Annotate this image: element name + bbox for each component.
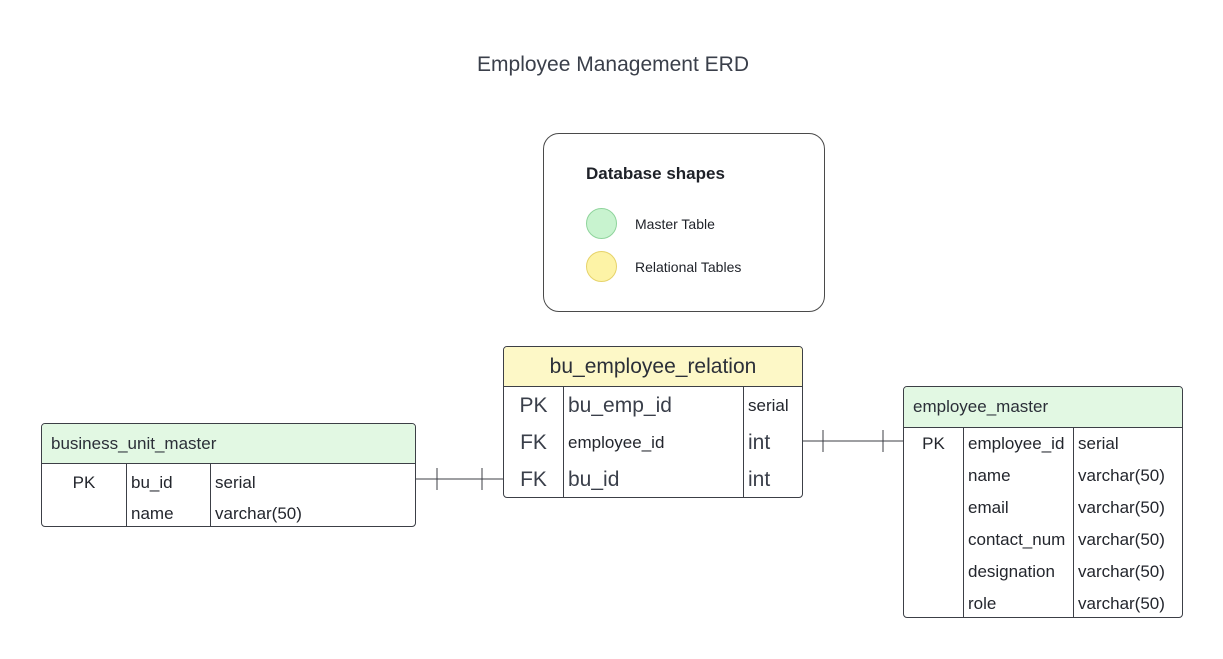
table-row: FK bu_id int [504,461,802,497]
field-cell: bu_id [563,461,744,497]
field-cell: bu_id [126,464,211,498]
type-cell: varchar(50) [1078,594,1165,613]
type-cell: serial [215,472,256,492]
key-cell: PK [504,387,564,424]
entity-header: business_unit_master [42,424,415,464]
legend-title: Database shapes [586,164,725,183]
key-cell: FK [504,461,564,497]
entity-header: employee_master [904,387,1182,428]
key-cell [904,460,964,492]
key-cell [904,588,964,617]
type-cell: varchar(50) [1078,562,1165,581]
legend-panel: Database shapes Master Table Relational … [543,133,825,312]
table-row: PK bu_id serial [42,464,415,498]
type-cell: varchar(50) [1078,466,1165,485]
type-cell: serial [1078,434,1119,453]
key-cell: PK [42,464,127,498]
type-cell: int [748,467,771,491]
table-row: name varchar(50) [904,460,1182,492]
type-cell: varchar(50) [215,503,302,523]
field-cell: bu_emp_id [563,387,744,424]
legend-item-label: Master Table [635,216,715,232]
table-row: designation varchar(50) [904,556,1182,588]
type-cell: int [748,430,771,454]
entity-employee-master[interactable]: employee_master PK employee_id serial na… [903,386,1183,618]
table-row: contact_num varchar(50) [904,524,1182,556]
field-cell: employee_id [563,424,744,461]
entity-business-unit-master[interactable]: business_unit_master PK bu_id serial nam… [41,423,416,527]
table-row: PK employee_id serial [904,428,1182,460]
key-cell [42,498,127,526]
type-cell: varchar(50) [1078,498,1165,517]
field-cell: contact_num [963,524,1074,556]
field-cell: role [963,588,1074,617]
table-row: PK bu_emp_id serial [504,387,802,424]
field-cell: name [963,460,1074,492]
table-row: role varchar(50) [904,588,1182,617]
entity-bu-employee-relation[interactable]: bu_employee_relation PK bu_emp_id serial… [503,346,803,498]
field-cell: designation [963,556,1074,588]
key-cell: FK [504,424,564,461]
entity-columns: PK bu_emp_id serial FK employee_id int F… [504,387,802,497]
key-cell [904,492,964,524]
field-cell: email [963,492,1074,524]
legend-item-label: Relational Tables [635,259,742,275]
field-cell: name [126,498,211,526]
yellow-circle-icon [586,251,617,282]
key-cell [904,556,964,588]
key-cell [904,524,964,556]
table-row: FK employee_id int [504,424,802,461]
entity-columns: PK employee_id serial name varchar(50) e… [904,428,1182,617]
green-circle-icon [586,208,617,239]
type-cell: varchar(50) [1078,530,1165,549]
table-row: email varchar(50) [904,492,1182,524]
entity-columns: PK bu_id serial name varchar(50) [42,464,415,526]
entity-header: bu_employee_relation [504,347,802,387]
field-cell: employee_id [963,428,1074,460]
key-cell: PK [904,428,964,460]
type-cell: serial [748,395,789,415]
diagram-title: Employee Management ERD [477,53,749,76]
table-row: name varchar(50) [42,498,415,526]
